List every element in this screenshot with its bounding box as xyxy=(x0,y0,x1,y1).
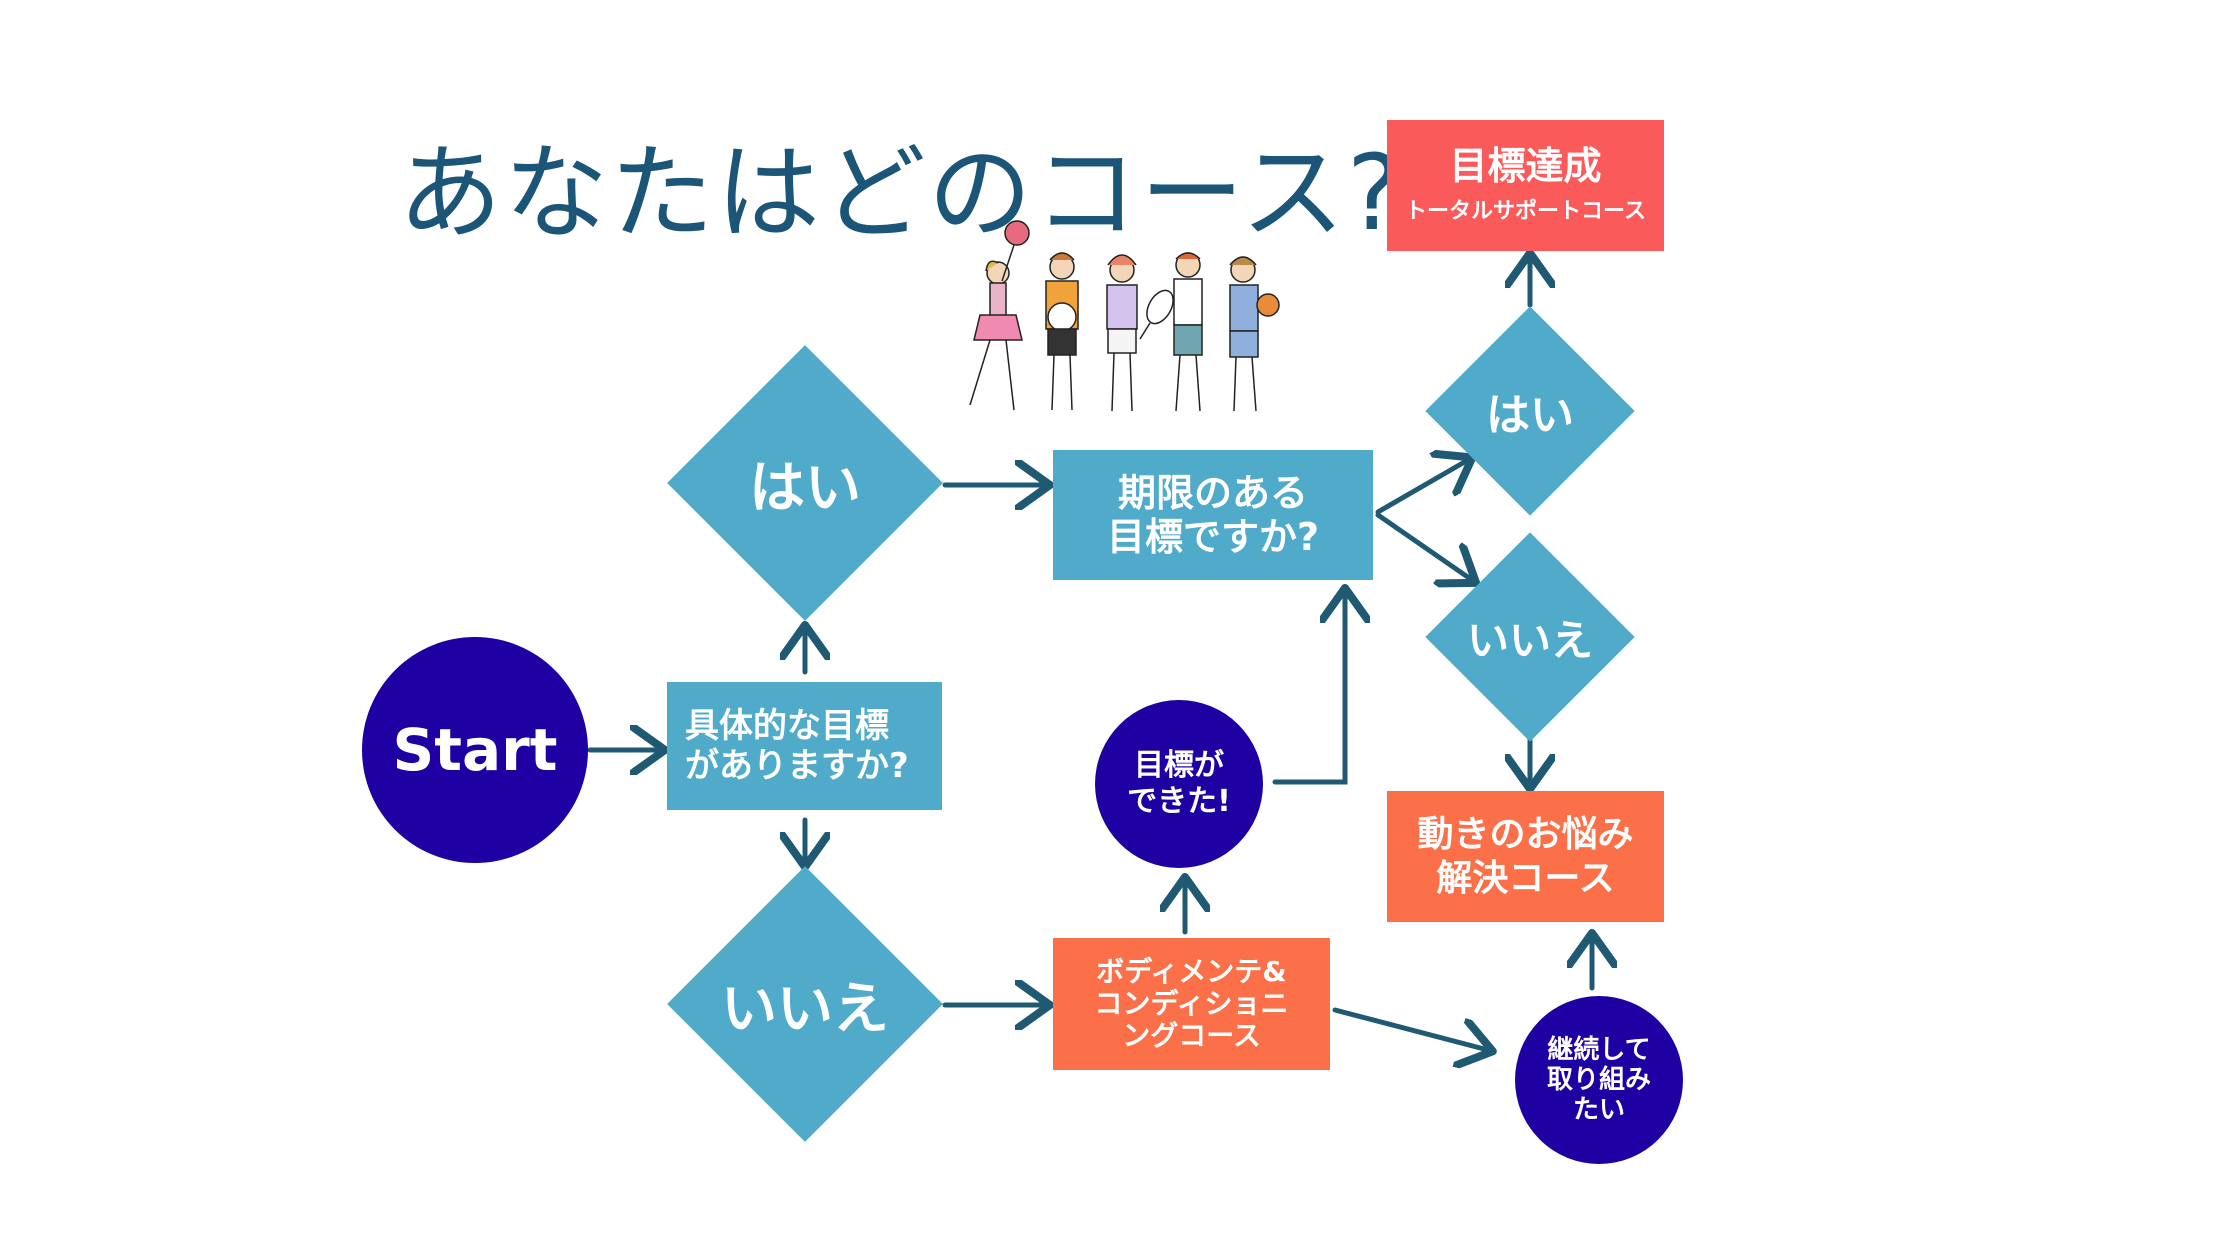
start-node: Start xyxy=(362,637,588,863)
question-specific-goal-label: 具体的な目標 がありますか? xyxy=(685,706,909,786)
decision-yes-deadline-label: はい xyxy=(1486,390,1574,441)
course-total-support: 目標達成 トータルサポートコース xyxy=(1387,120,1664,251)
start-label: Start xyxy=(392,716,558,784)
continue-node: 継続して 取り組み たい xyxy=(1515,996,1683,1164)
decision-no-deadline: いいえ xyxy=(1425,532,1635,742)
course-body-maintenance-label: ボディメンテ& コンディショニ ングコース xyxy=(1094,955,1289,1052)
course-body-maintenance: ボディメンテ& コンディショニ ングコース xyxy=(1053,938,1330,1070)
decision-yes-goal-label: はい xyxy=(749,455,861,521)
question-deadline-label: 期限のある 目標ですか? xyxy=(1106,471,1320,559)
arrow-body-to-continue xyxy=(1332,1007,1488,1050)
page-title: あなたはどのコース? xyxy=(398,132,1405,254)
athletes-illustration xyxy=(969,220,1280,412)
course-movement: 動きのお悩み 解決コース xyxy=(1387,791,1664,922)
got-goal-node: 目標が できた! xyxy=(1095,700,1263,868)
course-total-support-sub: トータルサポートコース xyxy=(1405,198,1646,224)
decision-yes-deadline: はい xyxy=(1425,306,1635,516)
decision-no-goal-label: いいえ xyxy=(721,976,889,1042)
course-movement-label: 動きのお悩み 解決コース xyxy=(1417,813,1634,899)
got-goal-label: 目標が できた! xyxy=(1127,748,1231,819)
decision-yes-goal: はい xyxy=(667,345,943,621)
course-total-support-title: 目標達成 xyxy=(1449,143,1602,188)
ball-icon xyxy=(1004,220,1030,246)
question-specific-goal: 具体的な目標 がありますか? xyxy=(667,682,942,810)
decision-no-deadline-label: いいえ xyxy=(1466,615,1593,665)
continue-label: 継続して 取り組み たい xyxy=(1546,1035,1651,1125)
decision-no-goal: いいえ xyxy=(667,866,943,1142)
arrow-deadline-to-no xyxy=(1375,512,1472,580)
arrow-deadline-to-yes xyxy=(1375,460,1468,515)
question-deadline: 期限のある 目標ですか? xyxy=(1053,450,1373,580)
arrow-gotgoal-to-deadline xyxy=(1272,593,1345,785)
